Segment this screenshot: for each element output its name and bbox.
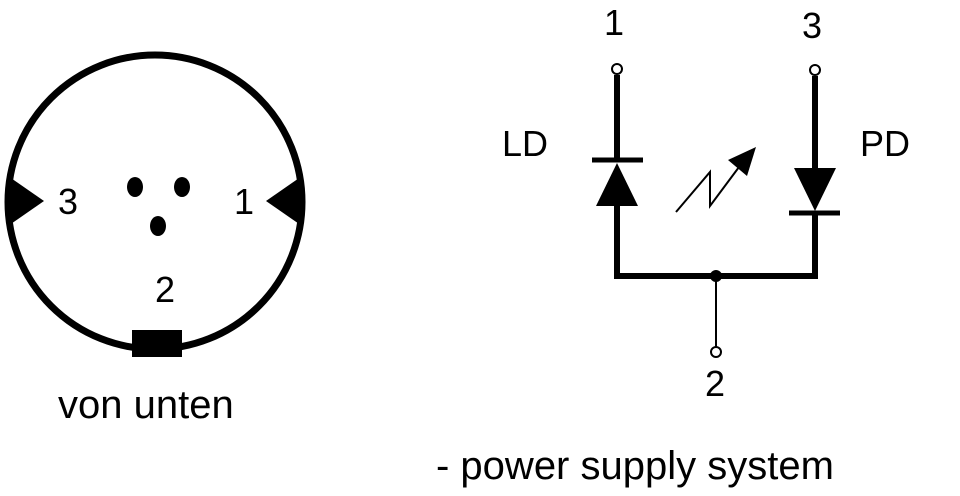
connector-pin-left-label: 3: [58, 181, 78, 222]
optical-coupling-zigzag: [675, 162, 743, 213]
connector-right-key: [266, 176, 302, 226]
connector-bottom-view: 3 1 2 von unten: [4, 51, 306, 427]
connector-bottom-key: [132, 330, 182, 357]
connector-caption: von unten: [58, 383, 234, 427]
ld-diode-triangle: [596, 163, 638, 206]
terminal-1: [611, 63, 623, 75]
terminal-2: [710, 346, 722, 358]
ld-label: LD: [502, 123, 548, 164]
connector-pin-bottom-label: 2: [155, 269, 175, 310]
connector-pin-right-label: 1: [234, 181, 254, 222]
pin-dot-2: [150, 216, 166, 236]
terminal-2-label: 2: [705, 363, 725, 404]
pin-dot-1: [174, 177, 190, 197]
terminal-1-label: 1: [604, 2, 624, 43]
schematic: 1 3 2 LD PD - power supply system: [436, 2, 910, 488]
pin-dot-3: [127, 177, 143, 197]
pd-diode-triangle: [794, 168, 836, 211]
schematic-caption: - power supply system: [436, 444, 834, 488]
pd-label: PD: [860, 123, 910, 164]
optical-coupling-arrowhead: [728, 147, 756, 176]
connector-left-key: [8, 176, 44, 226]
terminal-3-label: 3: [802, 5, 822, 46]
terminal-3: [809, 64, 821, 76]
